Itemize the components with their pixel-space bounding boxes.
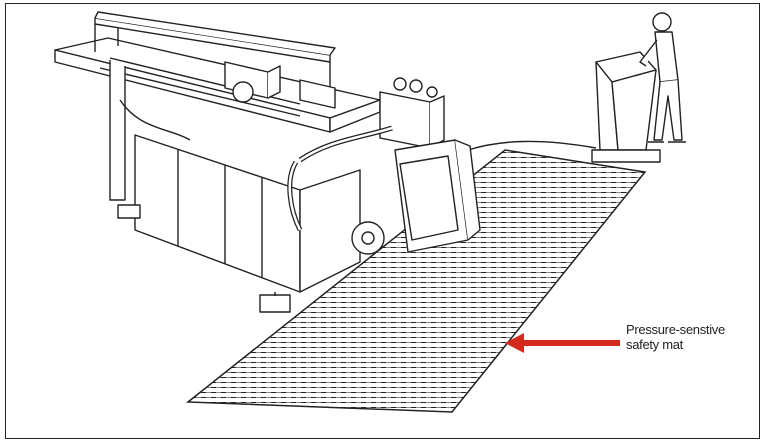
control-cable [467,140,597,151]
control-console [591,51,661,163]
annotation-arrow [505,333,620,353]
tube-bending-machine [54,11,481,313]
label-line-2: safety mat [626,337,683,352]
safety-mat [185,149,647,413]
label-line-1: Pressure-senstive [626,322,725,337]
safety-mat-label: Pressure-senstive safety mat [626,322,725,352]
operator-figure [639,12,686,143]
